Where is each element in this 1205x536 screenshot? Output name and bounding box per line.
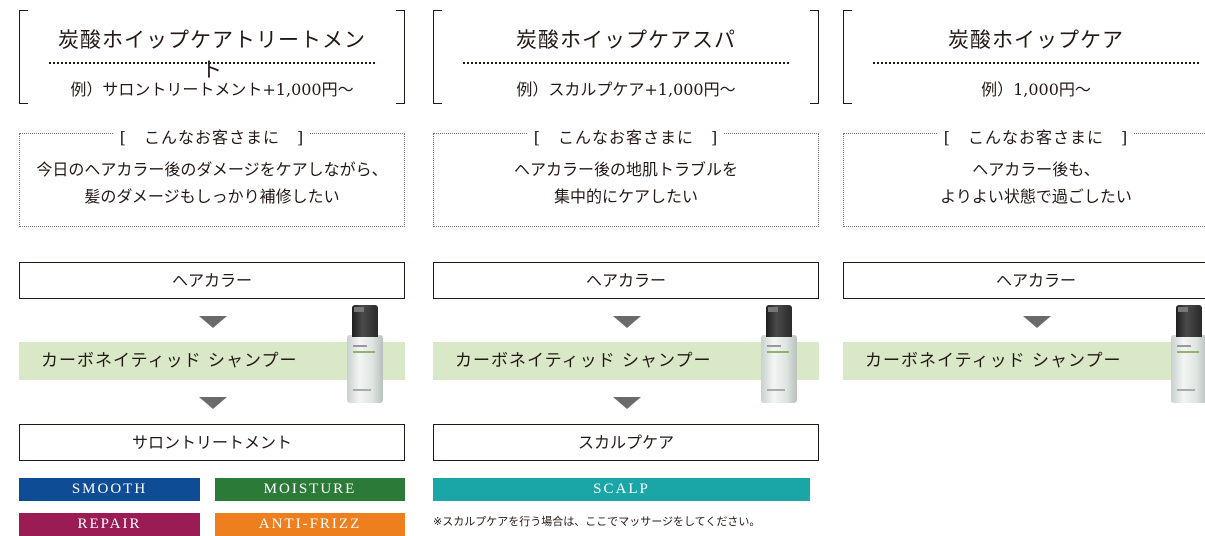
customer-box: [ こんなお客さまに ] ヘアカラー後の地肌トラブルを 集中的にケアしたい [433,128,819,227]
customer-heading: [ こんなお客さまに ] [937,128,1135,147]
step-carbonated-shampoo: カーボネイティッド シャンプー [433,342,819,380]
menu-column-basic: 炭酸ホイップケア 例）1,000円～ [ こんなお客さまに ] ヘアカラー後も、… [843,0,1205,536]
customer-line: ヘアカラー後も、 [972,160,1100,179]
customer-line: よりよい状態で過ごしたい [940,187,1132,206]
down-triangle-icon [199,397,227,409]
menu-price-example: 例）スカルプケア+1,000円～ [516,80,736,99]
customer-line: 集中的にケアしたい [553,187,698,206]
badge-anti-frizz: ANTI-FRIZZ [215,513,405,536]
menu-price-example: 例）1,000円～ [981,80,1091,99]
spray-bottle-icon [757,305,801,403]
badge-repair: REPAIR [19,513,200,536]
badge-moisture: MOISTURE [215,478,405,501]
badge-scalp: SCALP [433,478,810,501]
menu-title: 炭酸ホイップケアトリートメント [58,28,366,82]
badge-smooth: SMOOTH [19,478,200,501]
customer-box: [ こんなお客さまに ] ヘアカラー後も、 よりよい状態で過ごしたい [843,128,1205,227]
menu-column-treatment: 炭酸ホイップケアトリートメント 例）サロントリートメント+1,000円～ [ こ… [19,0,405,536]
customer-line: ヘアカラー後の地肌トラブルを [513,160,738,179]
bracket-left [19,10,28,104]
step-hair-color: ヘアカラー [19,262,405,299]
menu-title: 炭酸ホイップケア [948,28,1124,52]
step-salon-treatment: サロントリートメント [19,424,405,461]
menu-title: 炭酸ホイップケアスパ [516,28,736,52]
down-triangle-icon [199,316,227,328]
dotted-divider [49,62,375,64]
customer-line: 髪のダメージもしっかり補修したい [84,187,340,206]
menu-title-box: 炭酸ホイップケア 例）1,000円～ [843,10,1205,104]
down-triangle-icon [613,316,641,328]
down-triangle-icon [613,397,641,409]
menu-title-box: 炭酸ホイップケアトリートメント 例）サロントリートメント+1,000円～ [19,10,405,104]
customer-box: [ こんなお客さまに ] 今日のヘアカラー後のダメージをケアしながら、 髪のダメ… [19,128,405,227]
bracket-left [433,10,442,104]
step-hair-color: ヘアカラー [433,262,819,299]
customer-description: ヘアカラー後も、 よりよい状態で過ごしたい [848,156,1205,210]
step-carbonated-shampoo: カーボネイティッド シャンプー [843,342,1205,380]
customer-description: 今日のヘアカラー後のダメージをケアしながら、 髪のダメージもしっかり補修したい [24,156,400,210]
step-scalp-care: スカルプケア [433,424,819,461]
bracket-left [843,10,852,104]
customer-heading: [ こんなお客さまに ] [527,128,725,147]
customer-line: 今日のヘアカラー後のダメージをケアしながら、 [36,160,388,179]
menu-column-spa: 炭酸ホイップケアスパ 例）スカルプケア+1,000円～ [ こんなお客さまに ]… [433,0,819,536]
spray-bottle-icon [1167,305,1205,403]
customer-heading: [ こんなお客さまに ] [113,128,311,147]
menu-price-example: 例）サロントリートメント+1,000円～ [70,80,354,99]
dotted-divider [873,62,1199,64]
step-hair-color: ヘアカラー [843,262,1205,299]
bracket-right [810,10,819,104]
scalp-massage-note: ※スカルプケアを行う場合は、ここでマッサージをしてください。 [433,515,761,528]
bracket-right [396,10,405,104]
spray-bottle-icon [343,305,387,403]
customer-description: ヘアカラー後の地肌トラブルを 集中的にケアしたい [438,156,814,210]
down-triangle-icon [1023,316,1051,328]
dotted-divider [463,62,789,64]
menu-title-box: 炭酸ホイップケアスパ 例）スカルプケア+1,000円～ [433,10,819,104]
step-carbonated-shampoo: カーボネイティッド シャンプー [19,342,405,380]
